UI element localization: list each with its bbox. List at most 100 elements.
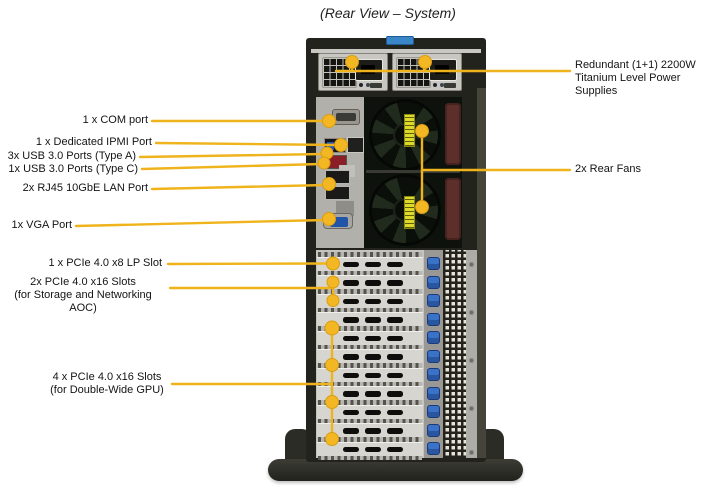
pcie-slot-cover-8 — [317, 386, 423, 400]
slot-vent — [365, 409, 381, 415]
slot-latch-7 — [427, 368, 440, 381]
slot-vent — [343, 335, 359, 341]
psu-module-1 — [318, 53, 388, 91]
slot-vent — [343, 372, 359, 378]
callout-line-usb-a — [138, 152, 326, 159]
slot-vent — [387, 446, 403, 452]
slot-perf-strip — [318, 418, 422, 423]
label-usb-a: 3x USB 3.0 Ports (Type A) — [7, 150, 136, 162]
pcie-slot-cover-10 — [317, 423, 423, 437]
label-pcie-4x16: 4 x PCIe 4.0 x16 Slots (for Double-Wide … — [24, 371, 190, 397]
slot-perf-strip — [318, 437, 422, 442]
slot-vent — [343, 446, 359, 452]
slot-perf-strip — [318, 363, 422, 368]
slot-vent — [387, 428, 403, 434]
pcie-slot-cover-6 — [317, 349, 423, 363]
slot-vent — [343, 391, 359, 397]
label-pcie-4x16-line1: 4 x PCIe 4.0 x16 Slots — [52, 371, 162, 383]
slot-vent — [343, 428, 359, 434]
fan-tray-clip-2 — [445, 178, 461, 240]
slot-vent — [343, 354, 359, 360]
chassis-right-edge — [477, 88, 486, 458]
lan-port-2 — [325, 186, 350, 200]
slot-latch-1 — [427, 257, 440, 270]
slot-perf-strip — [318, 307, 422, 312]
vga-port — [323, 213, 353, 229]
label-vga: 1x VGA Port — [11, 219, 72, 231]
fan-tray-clip-1 — [445, 103, 461, 165]
slot-vent — [343, 409, 359, 415]
label-usb-c: 1x USB 3.0 Ports (Type C) — [8, 163, 138, 175]
psu-fan-grille — [322, 57, 357, 88]
io-panel — [316, 97, 365, 248]
slot-latch-8 — [427, 386, 440, 400]
slot-vent — [343, 261, 359, 267]
slot-perf-strip — [318, 344, 422, 349]
psu-shelf — [311, 49, 481, 53]
psu-fan-grille — [396, 57, 431, 88]
slot-perf-strip — [318, 270, 422, 275]
slot-vent — [387, 317, 403, 323]
label-com: 1 x COM port — [82, 114, 148, 126]
label-pcie-2x16-line1: 2x PCIe 4.0 x16 Slots — [30, 276, 136, 288]
label-fans: 2x Rear Fans — [575, 163, 642, 175]
com-port — [332, 109, 360, 125]
psu-led-1 — [433, 83, 437, 87]
psu-connector — [444, 83, 456, 88]
slot-latch-11 — [427, 442, 440, 455]
slot-vent — [387, 354, 403, 360]
slot-vent — [365, 446, 381, 452]
pcie-slot-cover-3 — [317, 293, 423, 308]
psu-power-inlet — [429, 59, 457, 81]
label-pcie-4x16-line2: (for Double-Wide GPU) — [50, 384, 164, 396]
slot-latch-5 — [427, 331, 440, 344]
usb3-typea-ports — [324, 138, 346, 153]
psu-led-2 — [366, 83, 370, 87]
pcie-slot-cover-11 — [317, 441, 423, 456]
slot-vent — [387, 298, 403, 304]
pcie-slot-cover-9 — [317, 404, 423, 419]
pcie-slot-cover-5 — [317, 330, 423, 345]
io-block-lower — [336, 201, 354, 216]
lan-port-1 — [325, 170, 350, 184]
slot-vent — [365, 391, 381, 397]
chassis-handle — [386, 36, 414, 45]
slot-latch-3 — [427, 294, 440, 307]
slot-perf-strip — [318, 400, 422, 405]
slot-vent — [387, 372, 403, 378]
psu-module-2 — [392, 53, 462, 91]
slot-perf-strip — [318, 326, 422, 331]
screw-3 — [469, 358, 474, 363]
slot-vent — [365, 280, 381, 286]
ipmi-port — [347, 137, 364, 153]
fan-warning-sticker-1 — [404, 114, 415, 147]
slot-vent — [387, 409, 403, 415]
slot-vent — [387, 261, 403, 267]
slot-vent — [365, 372, 381, 378]
slot-vent — [387, 335, 403, 341]
slot-vent — [365, 428, 381, 434]
slot-latch-2 — [427, 275, 440, 289]
label-psu: Redundant (1+1) 2200W Titanium Level Pow… — [575, 59, 720, 98]
slot-vent — [343, 298, 359, 304]
label-psu-line1: Redundant (1+1) 2200W — [575, 59, 696, 71]
psu-led-1 — [359, 83, 363, 87]
psu-connector — [370, 83, 382, 88]
label-pcie-2x16: 2x PCIe 4.0 x16 Slots (for Storage and N… — [0, 276, 166, 315]
slot-perf-strip — [318, 455, 422, 460]
pcie-slot-cover-2 — [317, 275, 423, 289]
slot-vent — [343, 280, 359, 286]
label-psu-line2: Titanium Level Power Supplies — [575, 72, 681, 97]
pcie-slot-cover-4 — [317, 312, 423, 326]
label-lan: 2x RJ45 10GbE LAN Port — [22, 182, 148, 194]
slot-vent — [343, 317, 359, 323]
slot-vent — [387, 391, 403, 397]
honeycomb-vent — [443, 250, 466, 458]
slot-latch-9 — [427, 405, 440, 418]
slot-latch-6 — [427, 349, 440, 363]
slot-vent — [365, 335, 381, 341]
screw-4 — [469, 406, 474, 411]
label-pcie-x8: 1 x PCIe 4.0 x8 LP Slot — [48, 257, 162, 269]
fan-bay-divider — [366, 170, 460, 173]
